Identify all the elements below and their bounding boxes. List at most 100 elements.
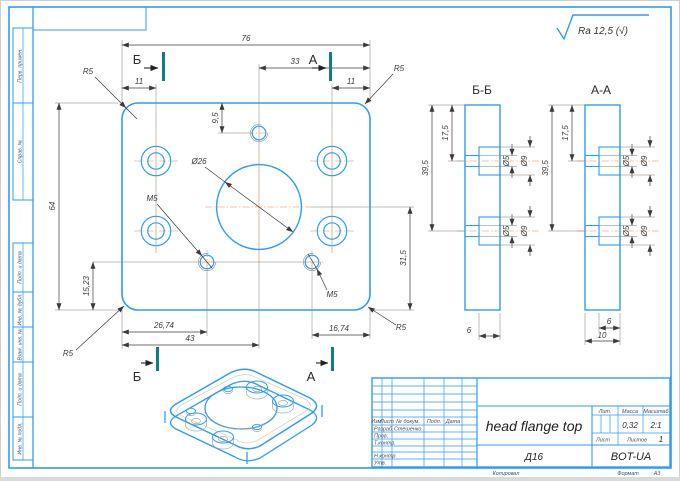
margin-label: Инв. № дубл. <box>18 294 24 326</box>
sheets-label: Листов <box>626 438 647 444</box>
radius-label: R5 <box>83 67 94 76</box>
dim-label: 6 <box>467 326 472 335</box>
dim-d5-top: Ø5 <box>599 144 637 178</box>
col-list: Лист <box>379 419 394 425</box>
plate-outline <box>121 102 371 311</box>
margin-box-sprav-no: Справ. № <box>12 102 34 201</box>
dim-10: 10 <box>584 313 621 345</box>
dim-height-64: 64 <box>48 102 62 311</box>
cut-mark-a-bottom: А <box>307 347 334 384</box>
cut-letter: А <box>309 52 318 67</box>
dim-label: Ø9 <box>640 225 649 237</box>
roughness-text: Ra 12,5 (√) <box>578 25 628 37</box>
col-doc: № докум. <box>396 419 420 425</box>
dim-label: 43 <box>186 334 195 343</box>
dim-9-5: 9,5 <box>211 102 225 134</box>
cut-plane-mark <box>331 347 334 371</box>
dim-d5-bottom: Ø5 <box>599 214 637 248</box>
sheet-footer: Копировал Формат А3 <box>493 471 661 477</box>
dim-label: 11 <box>135 77 143 86</box>
margin-label: Перв. примен. <box>18 48 24 82</box>
main-view: 76 33 11 11 9,5 Ø26 M5 <box>48 34 414 384</box>
cut-mark-b-top: Б <box>133 52 165 81</box>
part-name: head flange top <box>486 418 583 434</box>
iso-tapped-hole <box>223 385 233 394</box>
dim-label: 15,23 <box>82 275 91 296</box>
iso-counterbore <box>185 412 207 432</box>
iso-center-hole-depth <box>205 413 277 430</box>
org-code: BOT-UA <box>611 451 652 463</box>
dim-39-5: 39,5 <box>541 104 585 232</box>
dim-label: 64 <box>48 201 57 210</box>
section-title: Б-Б <box>472 83 492 97</box>
dim-17-5: 17,5 <box>441 104 465 162</box>
margin-label: Взам. инв. № <box>18 328 24 360</box>
tapped-hole <box>250 124 268 142</box>
cut-letter: Б <box>133 369 142 384</box>
dim-d9-top: Ø9 <box>500 136 535 186</box>
col-sign: Подп. <box>427 419 441 425</box>
iso-counterbore <box>246 380 268 400</box>
margin-label: Справ. № <box>18 139 24 163</box>
dim-label: 76 <box>242 34 251 43</box>
dim-label: 31,5 <box>399 250 408 266</box>
dim-6: 6 <box>467 313 501 340</box>
dim-label: 10 <box>598 331 607 340</box>
row-approver-label: Утв. <box>373 461 386 467</box>
thread-label: M5 <box>326 290 338 299</box>
page-bottom-edge <box>0 477 680 481</box>
dim-31-5: 31,5 <box>399 206 413 311</box>
dim-width-76: 76 <box>121 34 371 48</box>
extension-lines <box>55 40 414 349</box>
mass-value: 0,32 <box>622 421 638 430</box>
section-title: А-А <box>591 83 611 97</box>
title-block: Изм. Лист № докум. Подп. Дата Разраб. Ст… <box>371 377 671 468</box>
tapped-hole <box>198 253 216 271</box>
dim-label: 39,5 <box>541 160 550 176</box>
cut-plane-mark <box>162 52 165 81</box>
dim-39-5: 39,5 <box>421 104 465 232</box>
center-hole <box>215 163 303 251</box>
dim-label: 11 <box>347 77 355 86</box>
radius-label: R5 <box>63 349 74 358</box>
dim-26-74: 26,74 <box>121 321 208 335</box>
cut-mark-a-top: А <box>309 52 332 81</box>
developer-name: Стешенко <box>394 427 421 433</box>
counterbore-hole <box>316 215 348 247</box>
iso-tapped-hole <box>252 423 262 432</box>
col-izm: Изм. <box>371 419 383 425</box>
dim-label: Ø26 <box>190 157 207 166</box>
dim-center-hole: Ø26 <box>190 157 294 233</box>
format-value: А3 <box>653 471 661 477</box>
iso-tapped-hole <box>186 407 196 416</box>
radius-callout-tl: R5 <box>83 67 138 120</box>
margin-label: Инв. № подл. <box>18 422 24 454</box>
dim-label: Ø5 <box>622 225 631 237</box>
tapped-hole <box>303 253 321 271</box>
dim-43: 43 <box>121 334 260 348</box>
dim-label: 6 <box>607 317 612 326</box>
section-body <box>584 104 621 311</box>
counterbore-hole <box>140 215 172 247</box>
dim-d9-bottom: Ø9 <box>500 206 535 256</box>
radius-label: R5 <box>396 323 407 332</box>
row-checker-label: Пров. <box>374 434 388 440</box>
iso-inner-contour <box>176 374 311 444</box>
radius-callout-bl: R5 <box>63 305 125 358</box>
cut-letter: Б <box>133 52 142 67</box>
section-body <box>464 104 501 311</box>
counterbore-hole <box>316 145 348 177</box>
row-ncontrol-label: Н.контр. <box>374 454 397 460</box>
margin-box-inv-podl: Инв. № подл. <box>12 416 34 461</box>
roughness-check-icon <box>556 14 649 41</box>
material: Д16 <box>524 452 544 463</box>
dim-label: Ø5 <box>622 155 631 167</box>
dim-label: Ø9 <box>520 225 529 237</box>
dim-15-23: 15,23 <box>82 261 96 311</box>
iso-counterbore <box>272 394 294 414</box>
roughness-note: Ra 12,5 (√) <box>556 14 649 41</box>
dim-label: Ø5 <box>502 225 511 237</box>
section-view-bb: Б-Б 39,5 17,5 Ø5 Ø9 <box>421 83 540 340</box>
counterbore-hole <box>140 145 172 177</box>
